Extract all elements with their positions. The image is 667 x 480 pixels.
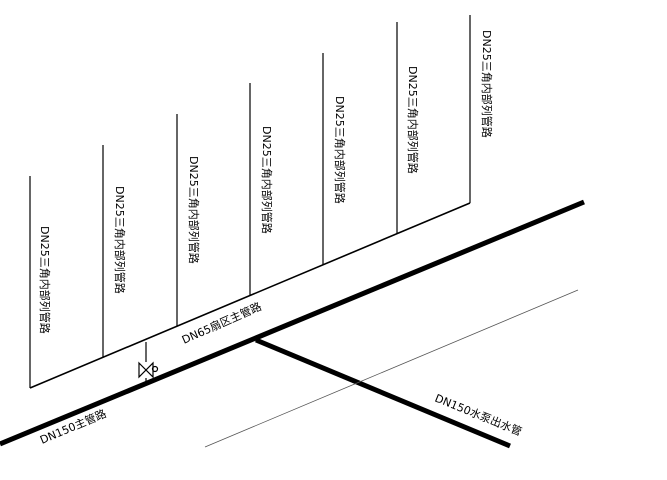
branch-label-3: DN25三角内部列管路 xyxy=(187,156,201,264)
pump-outlet-pipe xyxy=(255,337,511,449)
reference-line xyxy=(204,289,579,448)
branch-label-4: DN25三角内部列管路 xyxy=(260,126,274,234)
valve-icon xyxy=(138,342,159,384)
branch-label-1: DN25三角内部列管路 xyxy=(38,226,52,334)
branch-label-7: DN25三角内部列管路 xyxy=(480,30,494,138)
branch-label-5: DN25三角内部列管路 xyxy=(333,96,347,204)
branch-label-2: DN25三角内部列管路 xyxy=(113,186,127,294)
branch-label-6: DN25三角内部列管路 xyxy=(406,66,420,174)
main-pipe xyxy=(0,199,585,447)
